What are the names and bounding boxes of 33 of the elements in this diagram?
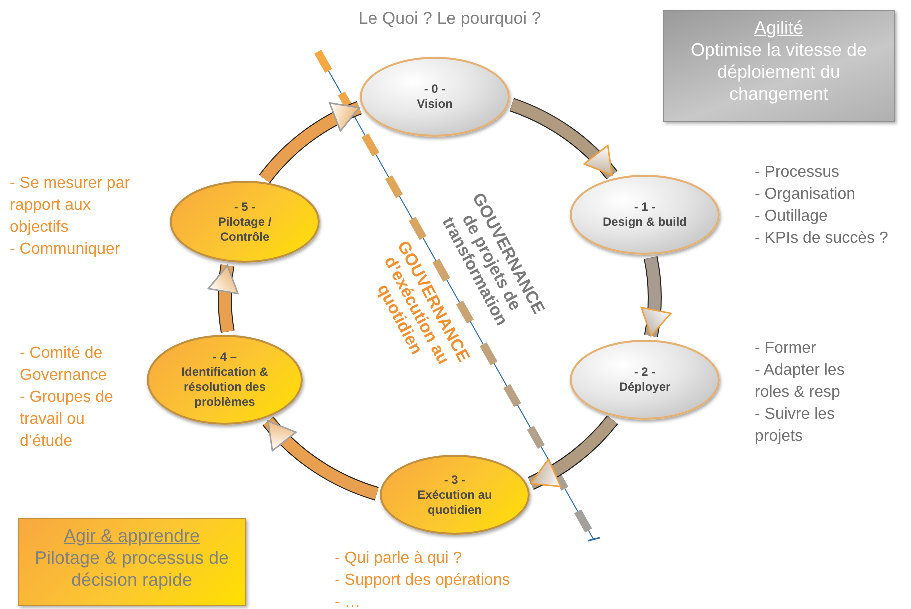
card-heading: Agilité (753, 17, 805, 39)
list-item-text: - Support des opérations (335, 571, 512, 591)
list-item-text: - Adapter les roles & resp (755, 361, 846, 403)
step-title: Vision (417, 97, 453, 112)
card-text: Optimise la vitesse de déploiement du changement (690, 39, 868, 105)
list-item-text: - Suivre les projets (755, 405, 836, 447)
note-text: Le Quoi ? Le pourquoi ? (358, 8, 542, 30)
step-number: - 4 – (212, 350, 237, 365)
list-item-text: - Organisation (755, 185, 856, 205)
list-item-text: - Qui parle à qui ? (335, 549, 464, 569)
info-card (663, 10, 895, 122)
list-item-text: - Communiquer (10, 240, 122, 260)
info-card (18, 518, 246, 606)
step-number: - 1 - (634, 200, 656, 215)
list-item-text: - … (335, 593, 362, 609)
list-item-text: - KPIs de succès ? (755, 229, 890, 249)
list-item-text: - Groupes de travail ou d’étude (20, 388, 114, 452)
step-title: Exécution au quotidien (416, 488, 494, 518)
step-number: - 0 - (424, 82, 446, 97)
step-number: - 2 - (634, 365, 656, 380)
list-item-text: - Comité de Governance (20, 344, 108, 386)
card-heading: Agir & apprendre (62, 525, 202, 547)
step-title: Identification & résolution des problèmes (180, 365, 270, 410)
list-item-text: - Se mesurer par rapport aux objectifs (10, 174, 132, 238)
step-title: Déployer (619, 380, 671, 395)
list-item-text: - Outillage (755, 207, 829, 227)
list-item-text: - Former (755, 339, 818, 359)
step-number: - 5 - (234, 200, 256, 214)
step-title: Pilotage / Contrôle (217, 214, 273, 244)
step-title: Design & build (603, 215, 687, 230)
list-item-text: - Processus (755, 163, 840, 183)
card-text: Pilotage & processus de décision rapide (34, 547, 230, 591)
step-number: - 3 - (444, 472, 466, 488)
